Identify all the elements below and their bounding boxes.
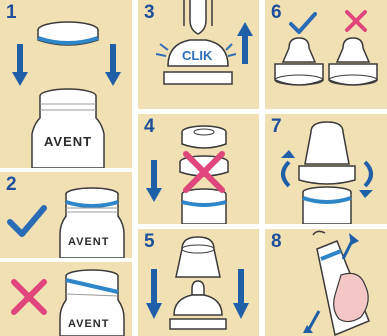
rotate-right-arrow-icon [359,162,373,198]
down-arrow-icon [233,269,249,319]
step-number: 7 [271,116,282,138]
cross-icon [14,282,44,312]
cross-icon [347,12,365,30]
bottle-top [182,189,226,224]
step-5-panel: 5 [138,229,259,336]
step-5-illustration [138,229,259,336]
bottle [32,89,104,168]
capped-nipple [299,122,355,184]
step-8-panel: 8 [265,229,387,336]
step-8-illustration [265,229,387,336]
step-2-panel: 2 AVENT [0,172,132,258]
bottle-top [303,187,351,224]
nipple-left [275,38,323,85]
check-icon [10,208,44,234]
hand [334,273,369,321]
step-2-wrong-illustration [0,262,132,336]
step-2-illustration [0,172,132,258]
step-number: 6 [271,2,282,24]
step-1-panel: 1 AVENT [0,0,132,168]
step-number: 5 [144,231,155,253]
avent-logo-text: AVENT [68,236,109,248]
nipple-right [329,38,377,85]
step-3-panel: 3 CLIK [138,0,259,109]
step-4-panel: 4 [138,114,259,224]
step-6-illustration [265,0,387,109]
down-arrow-icon [105,44,121,86]
down-arrow-icon [146,269,162,319]
up-arrow-icon [237,22,253,64]
clik-label: CLIK [182,48,212,63]
step-2-wrong-panel: AVENT [0,262,132,336]
check-icon [291,14,315,32]
step-7-panel: 7 [265,114,387,224]
step-4-illustration [138,114,259,224]
avent-logo-text: AVENT [44,134,92,149]
avent-logo-text: AVENT [68,318,109,330]
step-number: 4 [144,116,155,138]
down-arrow-icon [12,44,28,86]
cap [176,237,220,277]
nipple [164,0,232,84]
step-number: 2 [6,174,17,196]
step-number: 1 [6,2,17,24]
step-number: 8 [271,231,282,253]
nipple-ring [170,281,226,329]
rotate-left-arrow-icon [281,150,295,186]
step-7-illustration [265,114,387,224]
down-arrow-icon [146,160,162,202]
step-number: 3 [144,2,155,24]
step-6-panel: 6 [265,0,387,109]
